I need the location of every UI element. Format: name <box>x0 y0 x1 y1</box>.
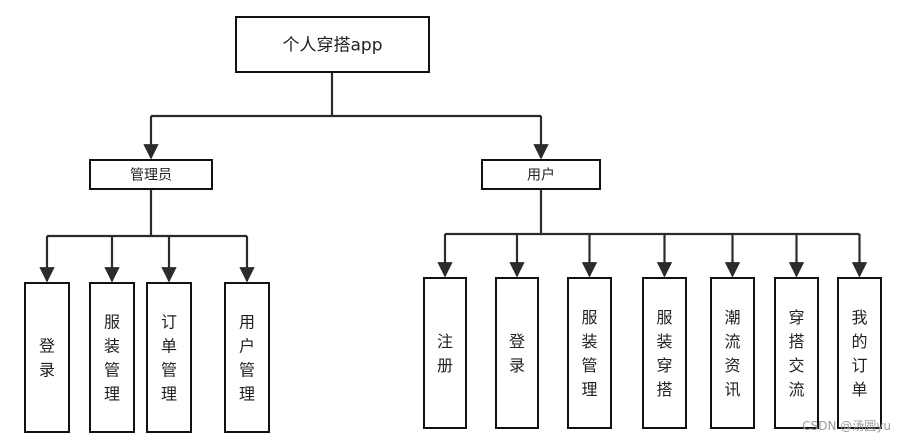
leaf-node-user-0-label: 注册 <box>437 332 453 375</box>
leaf-node-user-1-label: 登录 <box>509 332 525 375</box>
leaf-node-user-6-label: 我的订单 <box>851 308 867 399</box>
watermark: CSDN @汤圆yu <box>802 419 891 433</box>
leaf-node-user-4-label: 潮流资讯 <box>724 308 740 399</box>
leaf-node-user-5: 穿搭交流 <box>774 277 819 429</box>
leaf-node-admin-3: 用户管理 <box>224 282 270 433</box>
leaf-node-user-6: 我的订单 <box>837 277 882 429</box>
role-node-user-label: 用户 <box>527 167 555 184</box>
role-node-admin: 管理员 <box>89 159 213 190</box>
leaf-node-user-0: 注册 <box>423 277 467 429</box>
leaf-node-user-4: 潮流资讯 <box>710 277 755 429</box>
leaf-node-admin-2-label: 订单管理 <box>161 312 177 403</box>
root-node-label: 个人穿搭app <box>283 36 383 56</box>
leaf-node-admin-1-label: 服装管理 <box>104 312 120 403</box>
leaf-node-admin-2: 订单管理 <box>146 282 192 433</box>
leaf-node-admin-1: 服装管理 <box>89 282 135 433</box>
leaf-node-admin-0: 登录 <box>24 282 70 433</box>
leaf-node-user-2-label: 服装管理 <box>581 308 597 399</box>
leaf-node-user-5-label: 穿搭交流 <box>788 308 804 399</box>
leaf-node-user-3-label: 服装穿搭 <box>656 308 672 399</box>
leaf-node-admin-3-label: 用户管理 <box>239 312 255 403</box>
root-node: 个人穿搭app <box>235 16 430 73</box>
leaf-node-admin-0-label: 登录 <box>39 336 55 379</box>
leaf-node-user-3: 服装穿搭 <box>642 277 687 429</box>
leaf-node-user-2: 服装管理 <box>567 277 612 429</box>
role-node-user: 用户 <box>481 159 601 190</box>
leaf-node-user-1: 登录 <box>495 277 539 429</box>
role-node-admin-label: 管理员 <box>130 168 172 184</box>
